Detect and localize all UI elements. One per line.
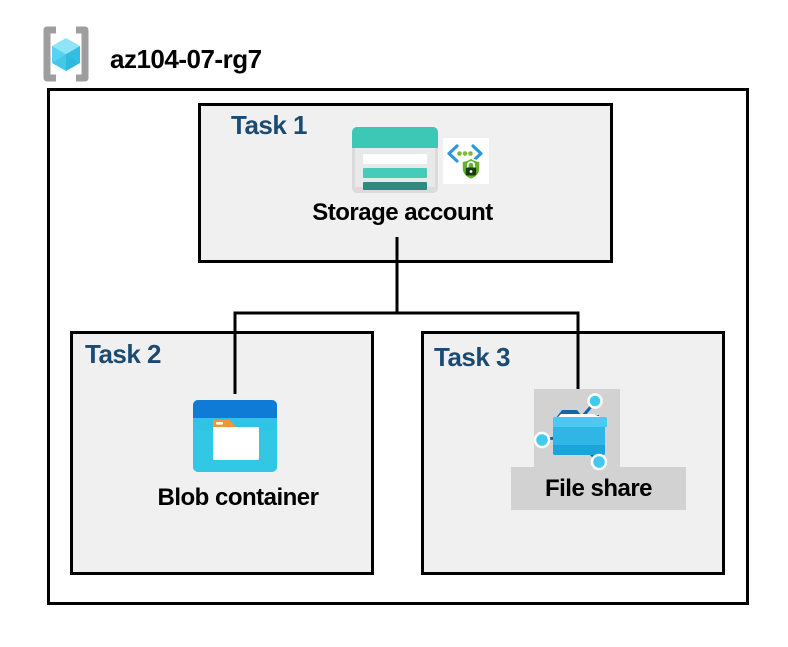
storage-account-icon [352, 127, 438, 193]
resource-group-icon [34, 22, 98, 86]
storage-account-caption: Storage account [312, 199, 493, 226]
sas-security-icon [443, 138, 489, 184]
blob-container-caption: Blob container [157, 484, 319, 511]
task2-label: Task 2 [85, 339, 162, 369]
task1-label: Task 1 [231, 110, 308, 140]
task3-label: Task 3 [434, 342, 511, 372]
file-share-icon [533, 389, 620, 473]
resource-group-title: az104-07-rg7 [110, 44, 262, 74]
file-share-caption: File share [511, 467, 686, 510]
blob-container-icon [193, 400, 277, 472]
